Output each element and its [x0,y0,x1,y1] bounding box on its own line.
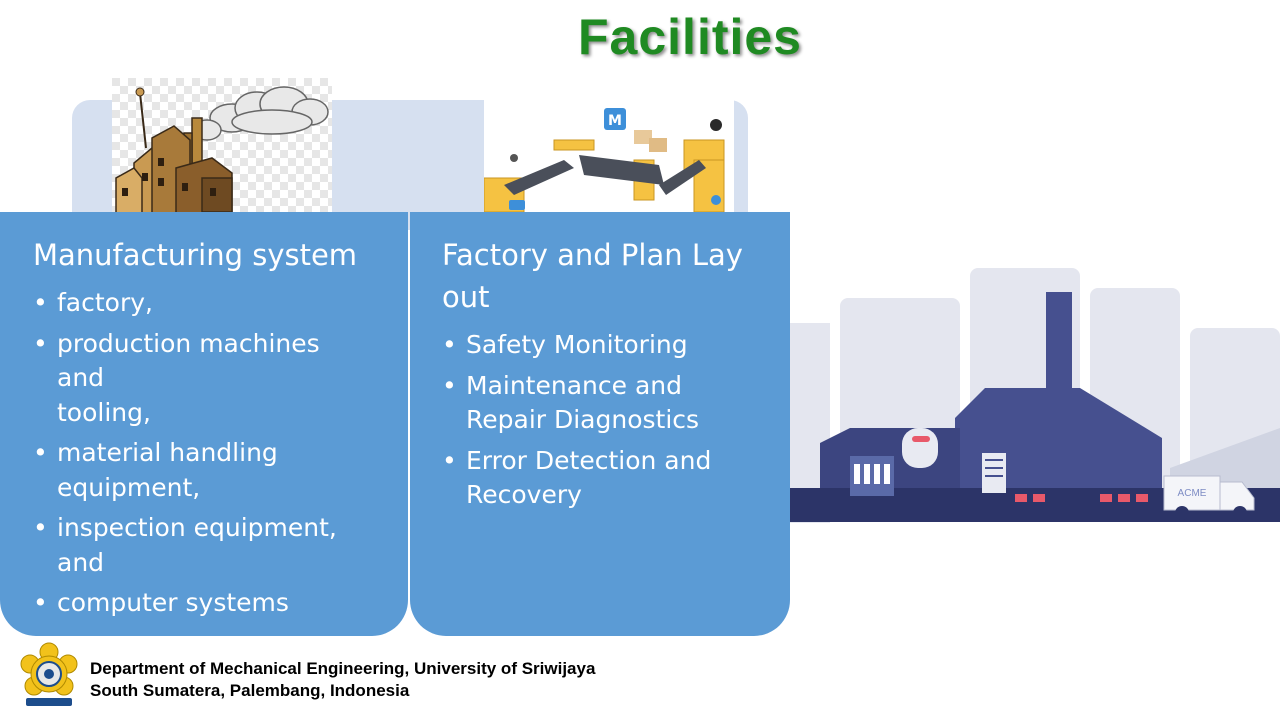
old-factory-illustration [112,78,332,212]
manufacturing-system-card: Manufacturing system factory, production… [0,212,408,636]
truck-label: ACME [1178,488,1207,499]
modern-factory-illustration: ACME [790,268,1280,524]
list-item: factory, [33,286,390,321]
factory-layout-card: Factory and Plan Lay out Safety Monitori… [410,212,790,636]
list-item: computer systems [33,586,390,621]
footer-text: Department of Mechanical Engineering, Un… [90,658,595,702]
list-item: Maintenance and Repair Diagnostics [442,369,772,438]
bullet-list: factory, production machines and tooling… [33,286,390,621]
list-item: material handling equipment, [33,436,390,505]
list-item: inspection equipment, and [33,511,390,580]
svg-text:M: M [608,113,622,129]
university-logo [20,642,78,706]
conveyor-system-illustration: M [484,100,734,212]
slide-title: Facilities [578,9,802,65]
list-item: Safety Monitoring [442,328,772,363]
bullet-list: Safety Monitoring Maintenance and Repair… [442,328,772,513]
card-heading: Manufacturing system [33,238,358,272]
delivery-truck: ACME [1163,475,1255,520]
list-item: Error Detection and Recovery [442,444,772,513]
footer-department: Department of Mechanical Engineering, Un… [90,659,596,678]
list-item: production machines and tooling, [33,327,390,431]
footer-location: South Sumatera, Palembang, Indonesia [90,681,410,700]
card-heading: Factory and Plan Lay out [442,238,743,314]
